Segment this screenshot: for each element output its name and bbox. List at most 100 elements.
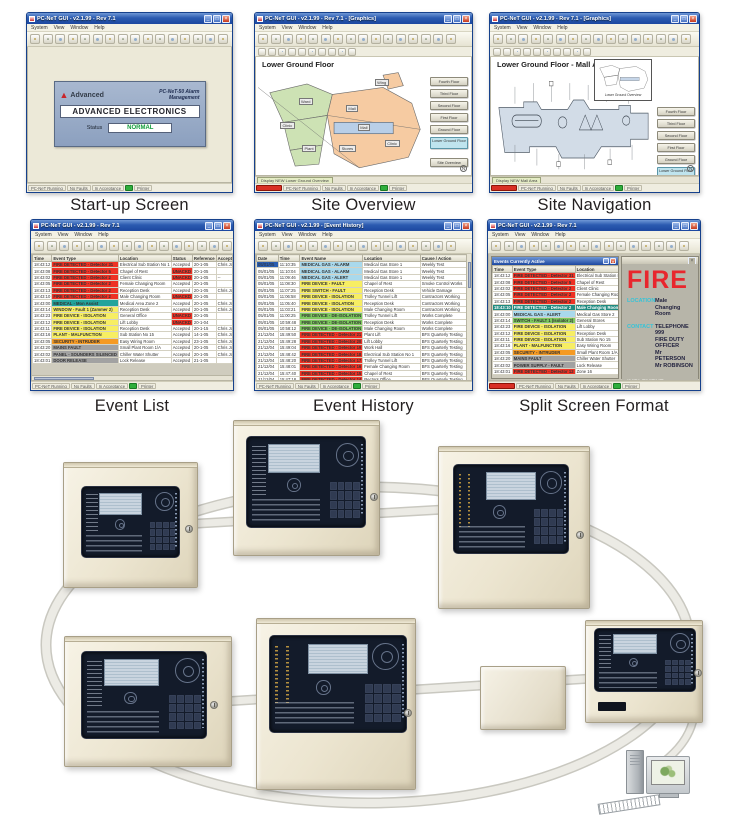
keypad-key[interactable] <box>345 491 353 500</box>
panel-silence-button[interactable] <box>114 519 126 530</box>
keypad-key[interactable] <box>541 527 549 536</box>
keypad-key[interactable] <box>353 509 361 518</box>
keypad-key[interactable] <box>177 721 185 730</box>
report-icon[interactable] <box>142 34 153 44</box>
find-icon[interactable] <box>493 47 501 56</box>
menu-help[interactable]: Help <box>94 24 105 31</box>
engineer-icon[interactable] <box>445 34 456 44</box>
engineer-icon[interactable] <box>678 241 689 251</box>
column-header[interactable]: Reference <box>191 254 217 262</box>
phone-icon[interactable] <box>192 34 203 44</box>
map-room-label[interactable]: Ward <box>298 97 313 105</box>
keypad-key[interactable] <box>168 712 177 721</box>
menu-window[interactable]: Window <box>74 231 93 238</box>
find-icon[interactable] <box>258 47 266 56</box>
forward-icon[interactable] <box>533 47 541 56</box>
close-button[interactable]: × <box>462 14 470 23</box>
minimize-button[interactable]: _ <box>603 258 609 264</box>
floor-button-third-floor[interactable]: Third Floor <box>657 118 695 128</box>
connect-icon[interactable] <box>491 241 501 251</box>
list-icon[interactable] <box>591 241 601 251</box>
engineer-icon[interactable] <box>221 241 232 251</box>
window-titlebar[interactable]: PC-NeT GUI - v2.1.99 - Rev 7.1 _□× <box>31 220 233 231</box>
keypad-key[interactable] <box>149 529 156 536</box>
column-header[interactable]: Time <box>492 265 513 273</box>
keypad-key[interactable] <box>185 703 193 712</box>
panel-lock[interactable] <box>694 669 702 677</box>
report-icon[interactable] <box>370 241 381 251</box>
column-header[interactable]: Location <box>362 254 421 262</box>
keypad-key[interactable] <box>665 672 671 679</box>
menu-system[interactable]: System <box>31 24 48 31</box>
keypad-key[interactable] <box>392 703 401 713</box>
panel-lock[interactable] <box>185 525 193 533</box>
keypad-key[interactable] <box>383 684 392 693</box>
minimize-button[interactable]: _ <box>205 221 213 230</box>
menu-window[interactable]: Window <box>533 24 552 31</box>
keypad-key[interactable] <box>383 713 392 723</box>
keypad-key[interactable] <box>549 536 556 545</box>
vertical-scrollbar[interactable] <box>466 254 471 380</box>
map-room-label[interactable]: Wing <box>374 78 389 86</box>
home-icon[interactable] <box>503 47 511 56</box>
floor-button-third-floor[interactable]: Third Floor <box>430 88 468 98</box>
bell-icon[interactable] <box>80 34 90 44</box>
site-overview-button[interactable]: Site Overview <box>430 158 468 167</box>
pen-icon[interactable] <box>618 34 628 44</box>
close-button[interactable]: × <box>223 221 231 230</box>
report-icon[interactable] <box>603 241 614 251</box>
keypad-key[interactable] <box>156 536 162 543</box>
keypad-key[interactable] <box>678 679 685 685</box>
floor-button-first-floor[interactable]: First Floor <box>430 112 468 122</box>
window-icon[interactable] <box>578 241 589 251</box>
keypad-key[interactable] <box>163 529 169 536</box>
maximize-button[interactable]: □ <box>214 221 222 230</box>
keypad-key[interactable] <box>169 543 176 550</box>
keypad-key[interactable] <box>156 522 162 529</box>
keypad-key[interactable] <box>337 500 345 509</box>
keypad-key[interactable] <box>329 500 337 509</box>
brush-icon[interactable] <box>395 241 406 251</box>
brush-icon[interactable] <box>395 34 406 44</box>
keypad-key[interactable] <box>193 695 202 703</box>
panel-silence-button[interactable] <box>124 691 138 705</box>
keypad-key[interactable] <box>193 703 202 712</box>
bell-icon[interactable] <box>84 241 94 251</box>
menu-view[interactable]: View <box>281 24 293 31</box>
speaker-icon[interactable] <box>295 34 306 44</box>
column-header[interactable]: Location <box>574 265 618 273</box>
graphics-icon[interactable] <box>568 34 578 44</box>
pen-icon[interactable] <box>159 241 169 251</box>
graphics-icon[interactable] <box>566 241 576 251</box>
keypad-key[interactable] <box>556 509 564 518</box>
keypad-key[interactable] <box>556 518 564 527</box>
resize-icon[interactable] <box>209 241 219 251</box>
keypad-key[interactable] <box>193 721 202 730</box>
panel-silence-button[interactable] <box>629 657 639 667</box>
keypad-key[interactable] <box>329 482 337 491</box>
subwindow-titlebar[interactable]: × <box>622 256 698 265</box>
minimize-button[interactable]: _ <box>671 14 679 23</box>
keypad-key[interactable] <box>329 509 337 518</box>
pen-icon[interactable] <box>155 34 165 44</box>
keypad-key[interactable] <box>374 693 383 703</box>
mute-icon[interactable] <box>518 34 528 44</box>
floor-button-ground-floor[interactable]: Ground Floor <box>657 154 695 164</box>
ruler-icon[interactable] <box>643 34 653 44</box>
bell-icon[interactable] <box>541 241 551 251</box>
window-titlebar[interactable]: PC-NeT GUI - v2.1.99 - Rev 7.1 - [Graphi… <box>490 13 699 24</box>
keypad-key[interactable] <box>556 536 564 545</box>
menu-system[interactable]: System <box>35 231 52 238</box>
speaker-icon[interactable] <box>528 241 539 251</box>
panel-lock[interactable] <box>210 701 218 709</box>
panel-icon[interactable] <box>96 241 107 251</box>
